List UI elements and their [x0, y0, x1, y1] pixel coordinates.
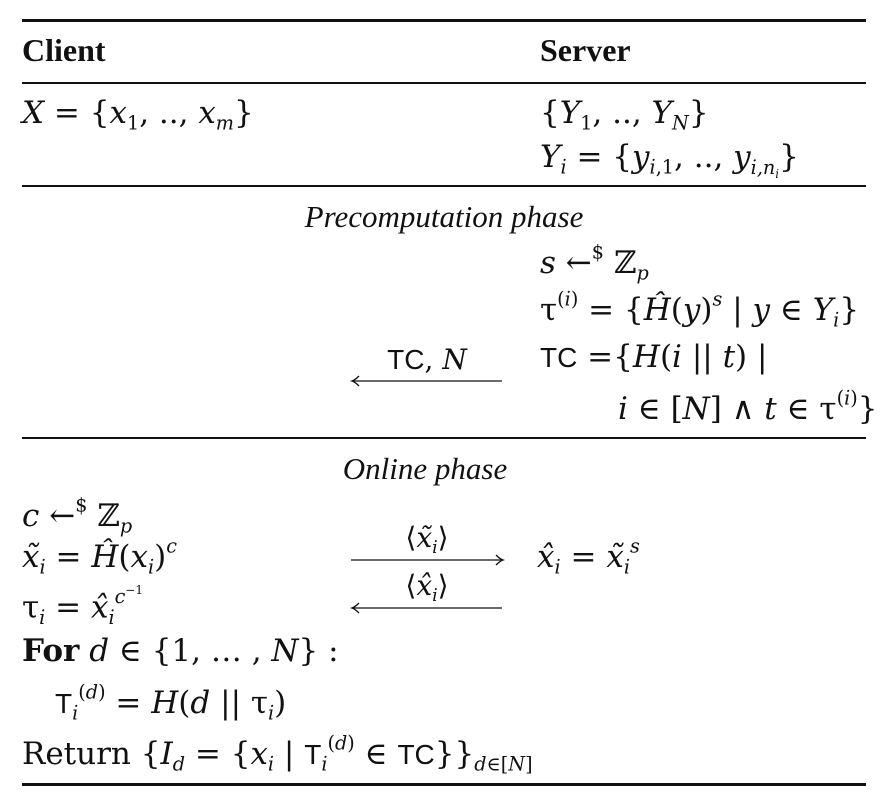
precomp-step-tc-line1: TC ={H(i || t) |	[540, 339, 768, 375]
online-client-blind: x̃i = Ĥ(xi)c	[22, 534, 177, 579]
top-rule	[22, 19, 866, 22]
setup-rule	[22, 185, 866, 187]
precomputation-title: Precomputation phase	[304, 199, 584, 234]
server-set-definition: Yi = {yi,1, .., yi,ni}	[540, 139, 799, 181]
client-set: X = {x1, .., xm}	[22, 95, 254, 135]
message-tc-n-label: TC, N	[387, 343, 467, 376]
client-header: Client	[22, 32, 106, 68]
precomputation-rule	[22, 437, 866, 439]
online-client-tag: Ti(d) = H(d || τi)	[55, 680, 287, 725]
message-exponentiated-label: ⟨x̂i⟩	[405, 569, 449, 607]
server-header: Server	[540, 32, 631, 68]
precomp-step-tc-line2: i ∈ [N] ∧ t ∈ τ(i)}	[618, 386, 878, 427]
online-client-loop: For d ∈ {1, … , N} :	[22, 633, 339, 669]
online-server-exponentiate: x̂i = x̃is	[537, 534, 640, 579]
online-title: Online phase	[342, 451, 508, 486]
arrow-server-to-client-exponentiated	[349, 602, 502, 614]
header-rule	[22, 82, 866, 84]
arrow-server-to-client-tc	[349, 375, 502, 387]
arrow-client-to-server-blinded	[351, 554, 506, 566]
message-blinded-label: ⟨x̃i⟩	[405, 521, 449, 559]
online-client-unblind: τi = x̂ic−1	[22, 583, 143, 630]
server-sets: {Y1, .., YN}	[540, 95, 709, 135]
online-client-sample-c: c ←$ ℤp	[22, 493, 133, 538]
bottom-rule	[22, 783, 866, 786]
online-client-return: Return {Id = {xi | Ti(d) ∈ TC}}d∈[N]	[22, 731, 533, 776]
precomp-step-tau: τ(i) = {Ĥ(y)s | y ∈ Yi}	[540, 287, 860, 332]
precomp-step-sample-s: s ←$ ℤp	[540, 240, 649, 285]
